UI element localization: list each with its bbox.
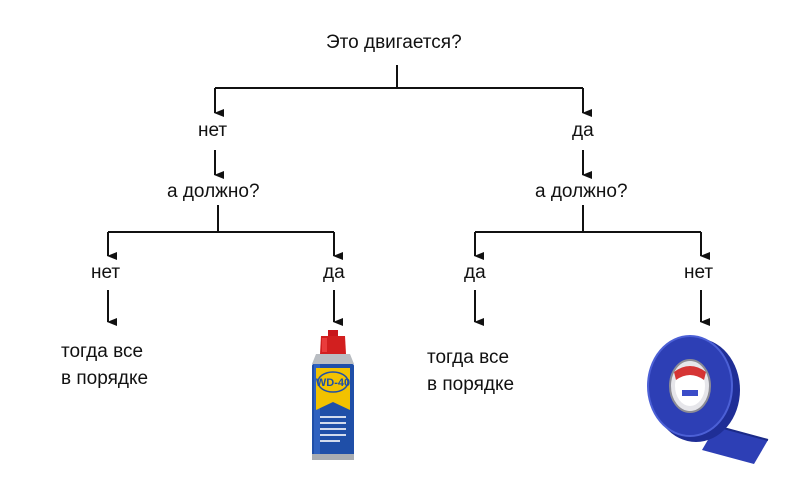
right-result-line1: тогда все <box>427 344 514 371</box>
right-result-ok: тогда все в порядке <box>427 344 514 398</box>
spray-can-label: WD-40 <box>316 377 350 389</box>
left-leaf-yes-answer: да <box>323 259 345 286</box>
spray-can-icon: WD-40 <box>308 330 358 462</box>
left-result-line2: в порядке <box>61 365 148 392</box>
left-subquestion: а должно? <box>167 178 260 205</box>
left-result-line1: тогда все <box>61 338 148 365</box>
left-answer-no: нет <box>198 117 227 144</box>
right-leaf-yes-answer: да <box>464 259 486 286</box>
left-leaf-no-answer: нет <box>91 259 120 286</box>
right-subquestion: а должно? <box>535 178 628 205</box>
left-result-ok: тогда все в порядке <box>61 338 148 392</box>
right-result-line2: в порядке <box>427 371 514 398</box>
root-question: Это двигается? <box>326 29 462 56</box>
right-leaf-no-answer: нет <box>684 259 713 286</box>
right-answer-yes: да <box>572 117 594 144</box>
duct-tape-icon <box>644 330 772 466</box>
